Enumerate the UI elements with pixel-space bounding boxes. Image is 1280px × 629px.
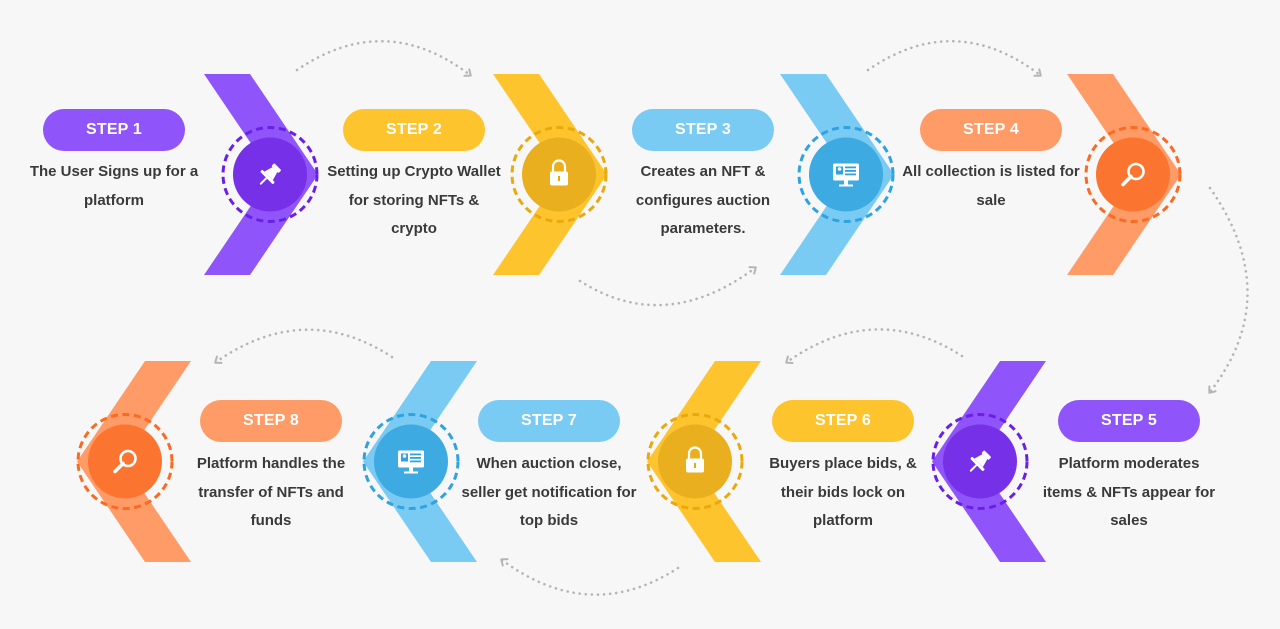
connector-arrow-6-7	[500, 558, 680, 596]
step-7-pill: STEP 7	[478, 400, 620, 442]
connector-arrow-2-3	[578, 266, 757, 307]
step-7-chevron	[362, 361, 477, 562]
step-7-description: When auction close, seller get notificat…	[461, 455, 637, 529]
step-2-pill: STEP 2	[343, 109, 485, 151]
step-1-pill: STEP 1	[43, 109, 185, 151]
pin-icon	[259, 163, 281, 185]
step-6-pill: STEP 6	[772, 400, 914, 442]
connector-arrow-4-5	[1208, 186, 1249, 394]
step-4-description: All collection is listed for sale	[902, 163, 1080, 209]
step-8-description: Platform handles the transfer of NFTs an…	[196, 455, 346, 529]
step-4-pill: STEP 4	[920, 109, 1062, 151]
step-4-chevron	[1067, 74, 1182, 275]
step-2-description: Setting up Crypto Wallet for storing NFT…	[327, 163, 501, 237]
step-5-pill: STEP 5	[1058, 400, 1200, 442]
lock-icon	[686, 446, 704, 473]
step-4-badge	[1096, 137, 1170, 212]
step-6-chevron	[646, 361, 761, 562]
step-2-chevron	[493, 74, 608, 275]
pin-icon	[969, 450, 991, 472]
lock-icon	[550, 159, 568, 186]
step-6-description: Buyers place bids, & their bids lock on …	[769, 455, 917, 529]
step-5-description: Platform moderates items & NFTs appear f…	[1042, 455, 1216, 529]
step-3-description: Creates an NFT & configures auction para…	[635, 163, 771, 237]
connector-arrow-5-6	[785, 328, 964, 364]
step-8-chevron	[76, 361, 191, 562]
search-icon	[1121, 162, 1145, 187]
step-1-description: The User Signs up for a platform	[29, 163, 199, 209]
step-5-chevron	[931, 361, 1046, 562]
monitor-icon	[398, 450, 424, 474]
step-1-chevron	[204, 74, 319, 275]
monitor-icon	[833, 163, 859, 187]
connector-arrow-3-4	[866, 39, 1042, 77]
connector-arrow-1-2	[295, 39, 472, 77]
step-3-chevron	[780, 74, 895, 275]
search-icon	[113, 449, 137, 474]
step-8-pill: STEP 8	[200, 400, 342, 442]
step-3-pill: STEP 3	[632, 109, 774, 151]
step-8-badge	[88, 424, 162, 499]
connector-arrow-7-8	[214, 328, 394, 364]
